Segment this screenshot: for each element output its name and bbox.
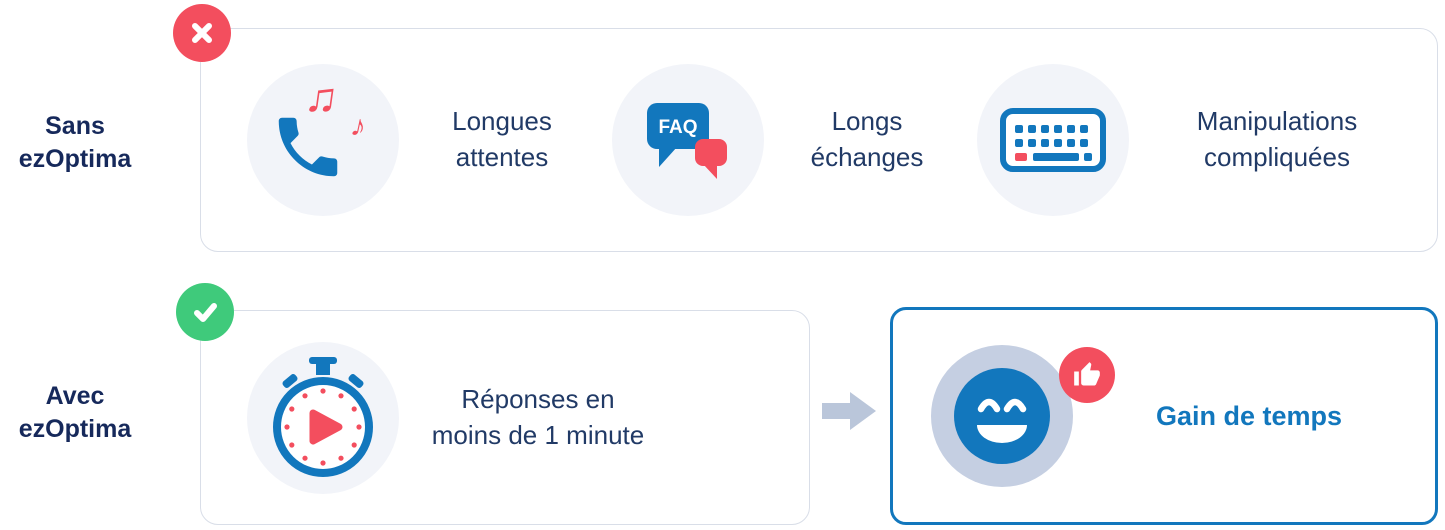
cross-icon (192, 23, 212, 43)
card-sans-ezoptima: ♫ ♪ Longues attentes FAQ Longs échanges (200, 28, 1438, 252)
feature-label-long-exchanges: Longs échanges (810, 106, 924, 172)
stopwatch-play-icon (247, 341, 399, 494)
happy-face-icon (931, 345, 1073, 487)
card-avec-ezoptima: Réponses en moins de 1 minute (200, 310, 810, 525)
faq-bubble-text: FAQ (658, 117, 697, 138)
feature-fast-answers: Réponses en moins de 1 minute (247, 341, 649, 494)
phone-handset-icon (278, 117, 338, 177)
feature-complicated-manipulations: Manipulations compliquées (977, 64, 1397, 216)
feature-label-wrap: Réponses en moins de 1 minute (427, 382, 649, 454)
music-note-icon: ♪ (347, 108, 370, 145)
check-badge-icon (176, 283, 234, 341)
feature-label-fast-answers: Réponses en moins de 1 minute (431, 383, 645, 450)
music-note-icon: ♫ (301, 70, 342, 125)
faq-bubbles-icon: FAQ (647, 103, 727, 179)
card-gain-de-temps: Gain de temps (890, 307, 1438, 525)
result-label-wrap: Gain de temps (1073, 401, 1425, 432)
thumbs-up-badge-icon (1059, 347, 1115, 403)
cross-badge-icon (173, 4, 231, 62)
row-label-sans-ezoptima: Sans ezOptima (18, 112, 132, 173)
keyboard-glyph-icon (1000, 108, 1106, 172)
stopwatch-glyph-icon (273, 356, 373, 477)
feature-label-complicated-manipulations: Manipulations compliquées (1196, 106, 1358, 172)
faq-chat-icon: FAQ (612, 64, 764, 216)
feature-long-waits: ♫ ♪ Longues attentes (247, 64, 577, 216)
feature-label-long-waits: Longues attentes (452, 106, 552, 172)
phone-music-icon: ♫ ♪ (247, 64, 399, 216)
check-icon (194, 303, 217, 322)
arrow-right-icon (822, 390, 876, 437)
keyboard-icon (977, 64, 1129, 216)
happy-face-thumbs-up-icon (931, 345, 1115, 487)
thumbs-up-icon (1074, 362, 1100, 386)
feature-long-exchanges: FAQ Longs échanges (612, 64, 942, 216)
result-label-gain-de-temps: Gain de temps (1155, 400, 1343, 431)
row-label-avec-ezoptima: Avec ezOptima (18, 382, 132, 443)
